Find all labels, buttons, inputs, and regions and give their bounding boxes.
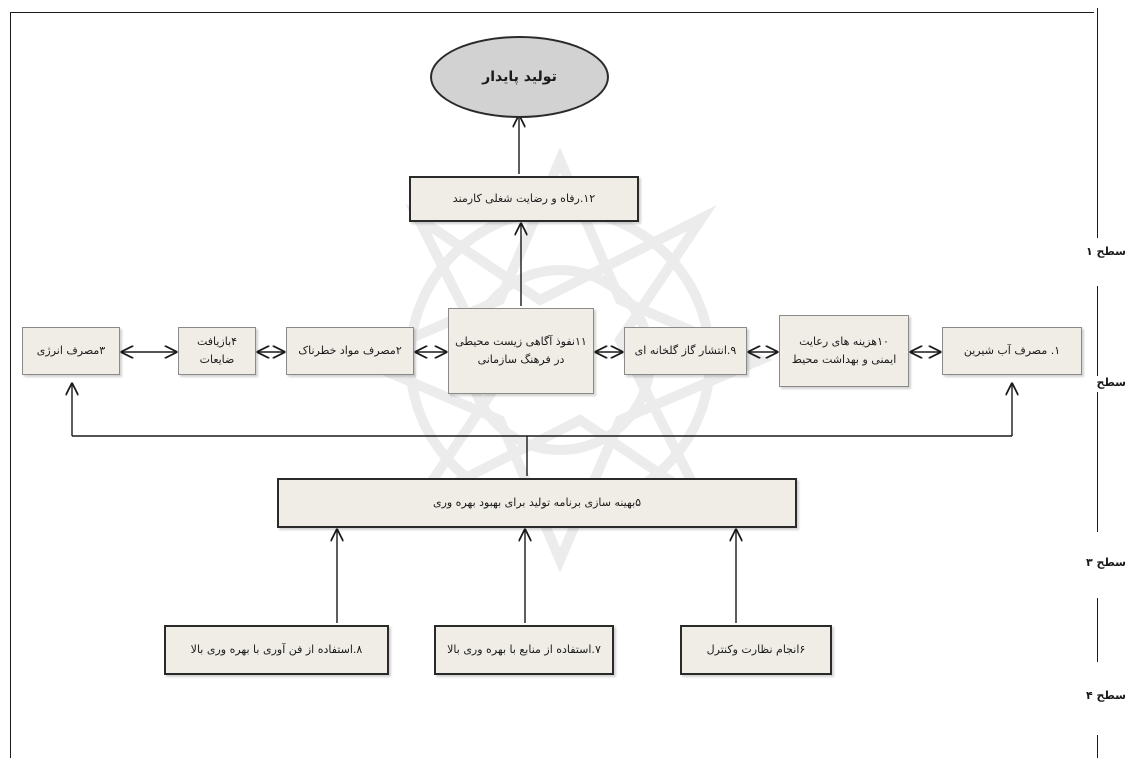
node-10-label: ۱۰هزینه های رعایت ایمنی و بهداشت محیط bbox=[791, 335, 897, 366]
level-divider-4 bbox=[1097, 598, 1098, 662]
node-8-label: ۸.استفاده از فن آوری با بهره وری بالا bbox=[190, 643, 363, 656]
node-3-label: ۳مصرف انرژی bbox=[36, 344, 106, 357]
node-6-monitoring-control: ۶انجام نظارت وکنترل bbox=[680, 625, 832, 675]
node-7-high-efficiency-resources: ۷.استفاده از منابع با بهره وری بالا bbox=[434, 625, 614, 675]
node-2-hazardous-materials: ۲مصرف مواد خطرناک bbox=[286, 327, 414, 375]
node-9-label: ۹.انتشار گاز گلخانه ای bbox=[634, 344, 737, 357]
node-4-label: ۴بازیافت ضایعات bbox=[196, 335, 238, 366]
level-label-2: سطح bbox=[1096, 376, 1126, 389]
node-12-employee-welfare: ۱۲.رفاه و رضایت شغلی کارمند bbox=[409, 176, 639, 222]
goal-sustainable-production: تولید پایدار bbox=[430, 36, 609, 118]
node-11-environmental-awareness: ۱۱نفوذ آگاهی زیست محیطی در فرهنگ سازمانی bbox=[448, 308, 594, 394]
node-8-high-efficiency-technology: ۸.استفاده از فن آوری با بهره وری بالا bbox=[164, 625, 389, 675]
node-7-label: ۷.استفاده از منابع با بهره وری بالا bbox=[447, 643, 601, 656]
node-9-greenhouse-gas: ۹.انتشار گاز گلخانه ای bbox=[624, 327, 747, 375]
level-label-1: سطح ۱ bbox=[1085, 245, 1126, 258]
node-5-label: ۵بهینه سازی برنامه تولید برای بهبود بهره… bbox=[432, 496, 642, 509]
goal-label: تولید پایدار bbox=[482, 69, 557, 85]
node-1-label: ۱. مصرف آب شیرین bbox=[963, 344, 1061, 357]
level-divider-5 bbox=[1097, 735, 1098, 758]
level-divider-3 bbox=[1097, 392, 1098, 532]
level-divider-1 bbox=[1097, 8, 1098, 238]
node-2-label: ۲مصرف مواد خطرناک bbox=[298, 344, 402, 357]
level-label-3: سطح ۳ bbox=[1085, 556, 1126, 569]
node-1-fresh-water: ۱. مصرف آب شیرین bbox=[942, 327, 1082, 375]
node-5-production-optimization: ۵بهینه سازی برنامه تولید برای بهبود بهره… bbox=[277, 478, 797, 528]
frame-top-line bbox=[10, 12, 1094, 13]
node-3-energy-consumption: ۳مصرف انرژی bbox=[22, 327, 120, 375]
node-12-label: ۱۲.رفاه و رضایت شغلی کارمند bbox=[452, 192, 596, 205]
node-4-waste-recycling: ۴بازیافت ضایعات bbox=[178, 327, 256, 375]
node-6-label: ۶انجام نظارت وکنترل bbox=[706, 643, 806, 656]
node-11-label: ۱۱نفوذ آگاهی زیست محیطی در فرهنگ سازمانی bbox=[455, 335, 587, 366]
level-label-4: سطح ۴ bbox=[1085, 689, 1126, 702]
frame-left-line bbox=[10, 12, 11, 758]
node-10-safety-costs: ۱۰هزینه های رعایت ایمنی و بهداشت محیط bbox=[779, 315, 909, 387]
level-divider-2 bbox=[1097, 286, 1098, 376]
